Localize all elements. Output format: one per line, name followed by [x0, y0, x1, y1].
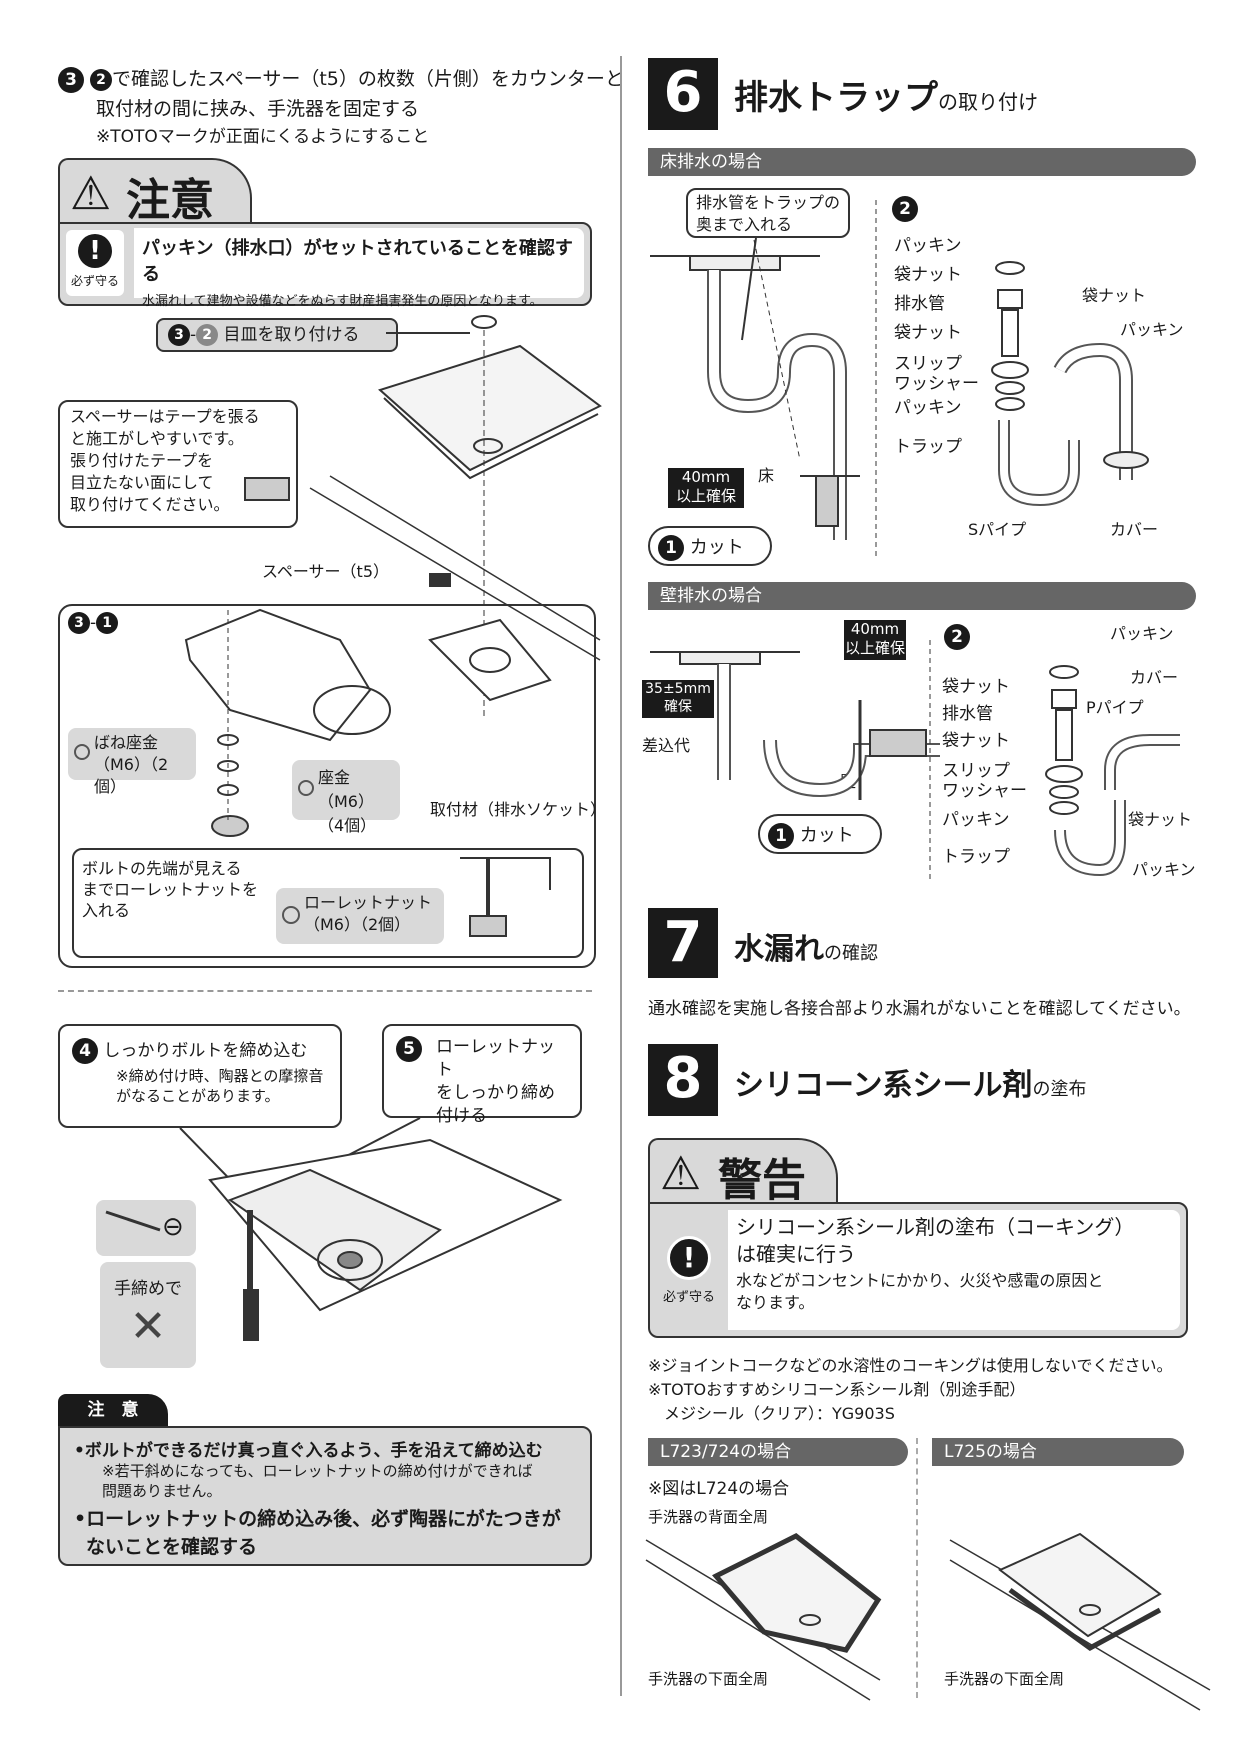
washer-icon [298, 780, 314, 796]
section7-body: 通水確認を実施し各接合部より水漏れがないことを確認してください。 [648, 999, 1191, 1019]
section8-title: シリコーン系シール剤の塗布 [734, 1068, 1087, 1103]
nut-icon [282, 906, 300, 924]
hand-tighten-label: 手締めで [114, 1279, 182, 1299]
step3-1-label: 3-1 [68, 612, 119, 634]
washer-label: 座金（M6）（4個） [292, 760, 400, 835]
wall-parts-list: 袋ナット排水管袋ナット スリップワッシャー パッキントラップ [942, 677, 1027, 867]
section6-number: 6 [648, 58, 718, 130]
step3-line2: 取付材の間に挟み、手洗器を固定する [96, 98, 420, 120]
step5-callout: 5 ローレットナットをしっかり締め付ける [382, 1024, 582, 1126]
bolt-tip-box [72, 848, 584, 958]
caution-heading: パッキン（排水口）がセットされていることを確認する [142, 238, 573, 285]
step4-callout: 4 しっかりボルトを締め込む ※締め付け時、陶器との摩擦音がなることがあります。 [58, 1024, 342, 1128]
l723-bottom-label: 手洗器の下面全周 [648, 1670, 769, 1688]
caution-title: 注意 [126, 175, 214, 226]
step3-2-label: 3-2 目皿を取り付ける [156, 318, 398, 352]
minus-icon: ⊖ [162, 1212, 184, 1242]
washer-icon [74, 744, 90, 760]
spacer-tip-box: スペーサーはテープを張ると施工がしやすいです。張り付けたテープを目立たない面にし… [58, 400, 298, 528]
caution-tab: ⚠ 注意 [58, 158, 252, 226]
l-divider [916, 1438, 918, 1698]
wall-drain-bar: 壁排水の場合 [648, 582, 1196, 610]
floor-packing-label: パッキン [1120, 320, 1184, 339]
warning-box-body: シリコーン系シール剤の塗布（コーキング）は確実に行う 水などがコンセントにかかり… [728, 1210, 1180, 1330]
caution2-tab: 注 意 [58, 1394, 168, 1426]
knurl-nut-label: ローレットナット（M6）（2個） [276, 888, 444, 944]
l725-bar: L725の場合 [932, 1438, 1184, 1466]
floor-step2: 2 [892, 196, 918, 222]
floor-label: 床 [758, 466, 775, 485]
caution-box-body: パッキン（排水口）がセットされていることを確認する 水漏れして建物や設備などをぬ… [134, 228, 584, 309]
caution-body: 水漏れして建物や設備などをぬらす財産損害発生の原因となります。 [142, 294, 543, 309]
bracket-label: 取付材（排水ソケット） [430, 800, 607, 819]
step3-number: 3 [58, 66, 84, 93]
spring-washer-label: ばね座金（M6）（2個） [68, 728, 196, 796]
warning-triangle-icon: ⚠ [70, 166, 112, 220]
l725-bottom-label: 手洗器の下面全周 [944, 1670, 1065, 1688]
insert-depth-label: 差込代 [642, 736, 691, 755]
exclamation-icon: ! [667, 1236, 711, 1280]
wall-cover-label: カバー [1130, 668, 1179, 687]
warning-box: ! 必ず守る シリコーン系シール剤の塗布（コーキング）は確実に行う 水などがコン… [648, 1202, 1188, 1338]
caution2-box: •ボルトができるだけ真っ直ぐ入るよう、手を沿えて締め込む ※若干斜めになっても、… [58, 1426, 592, 1566]
step3-ref: 2 [90, 68, 113, 91]
wall-step2: 2 [944, 624, 970, 650]
floor-cover-label: カバー [1110, 520, 1159, 539]
step3-note: ※TOTOマークが正面にくるようにすること [96, 127, 430, 147]
l723-bar: L723/724の場合 [648, 1438, 908, 1466]
wall-cut-label: 1 カット [758, 814, 882, 854]
spacer-label: スペーサー（t5） [262, 562, 390, 581]
floor-nut-label: 袋ナット [1082, 286, 1147, 305]
section-divider [58, 990, 592, 992]
section7-title: 水漏れの確認 [734, 932, 878, 967]
must-badge: ! 必ず守る [66, 230, 124, 296]
exclamation-icon: ! [78, 234, 112, 268]
l723-note: ※図はL724の場合 [648, 1479, 790, 1499]
must-badge-label: 必ず守る [70, 274, 119, 288]
spipe-label: Sパイプ [968, 520, 1027, 539]
must-badge-label: 必ず守る [662, 1290, 715, 1305]
ppipe-label: Pパイプ [1086, 698, 1144, 717]
wall-nut-label: 袋ナット [1128, 810, 1193, 829]
screwdriver-minus-box: ⊖ [96, 1200, 196, 1256]
column-divider [620, 56, 622, 1696]
must-badge: ! 必ず守る [656, 1232, 722, 1308]
wall-top-packing: パッキン [1110, 624, 1174, 643]
section6-title: 排水トラップの取り付け [734, 78, 1038, 118]
floor-drain-bar: 床排水の場合 [648, 148, 1196, 176]
warning-title: 警告 [718, 1155, 806, 1206]
floor-cut-label: 1 カット [648, 526, 772, 566]
floor-callout: 排水管をトラップの奥まで入れる [686, 188, 850, 238]
floor-parts-list: パッキン袋ナット排水管袋ナット スリップワッシャー パッキントラップ [894, 236, 979, 457]
l723-back-label: 手洗器の背面全周 [648, 1508, 769, 1526]
warning-tab: ⚠ 警告 [648, 1138, 838, 1206]
section7-number: 7 [648, 908, 718, 978]
bolt-tip-text: ボルトの先端が見えるまでローレットナットを入れる [82, 859, 259, 920]
prohibited-icon: ✕ [129, 1301, 167, 1352]
wall-label: 壁 [840, 772, 857, 791]
section8-number: 8 [648, 1044, 718, 1116]
sealant-notes: ※ジョイントコークなどの水溶性のコーキングは使用しないでください。※TOTOおす… [648, 1356, 1173, 1423]
warning-triangle-icon: ⚠ [660, 1146, 702, 1200]
caution-box: ! 必ず守る パッキン（排水口）がセットされていることを確認する 水漏れして建物… [58, 222, 592, 309]
hand-tighten-box: 手締めで ✕ [100, 1262, 196, 1368]
wall-packing-label: パッキン [1132, 860, 1196, 879]
